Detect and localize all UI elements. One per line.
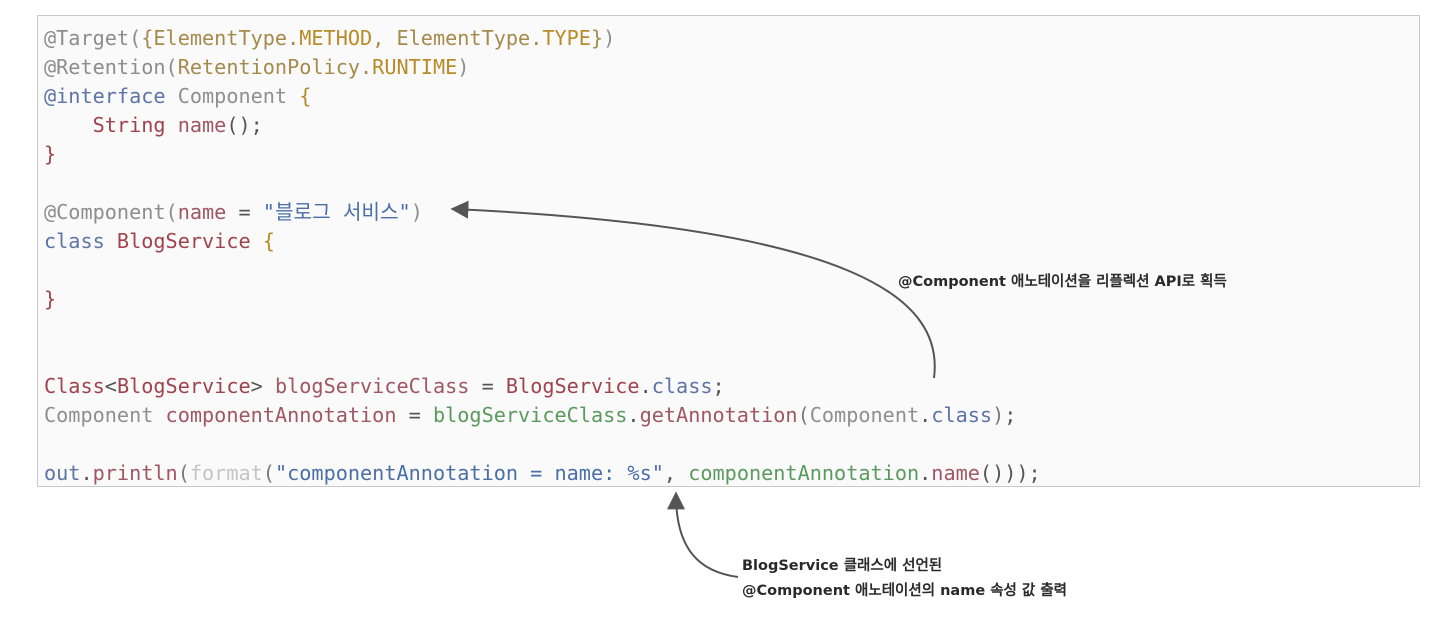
code-line: Class<BlogService> blogServiceClass = Bl… — [44, 372, 1041, 401]
code-block: @Target({ElementType.METHOD, ElementType… — [44, 24, 1041, 488]
code-token: ( — [262, 461, 275, 485]
code-token: . — [919, 461, 932, 485]
code-token: RUNTIME — [372, 55, 458, 79]
code-token: BlogService — [104, 229, 251, 253]
arrow-to-annotation — [450, 200, 936, 379]
code-token: class — [931, 403, 993, 427]
code-line: String name(); — [44, 111, 1041, 140]
code-token: BlogService — [116, 374, 251, 398]
code-token: (); — [226, 113, 263, 137]
code-token: } — [44, 142, 57, 166]
code-token: Component — [165, 84, 300, 108]
code-token: METHOD — [299, 26, 373, 50]
code-token: class — [44, 229, 105, 253]
code-line: @Target({ElementType.METHOD, ElementType… — [44, 24, 1041, 53]
code-token: . — [639, 374, 652, 398]
code-line: out.println(format("componentAnnotation … — [44, 459, 1041, 488]
callout-reflection: @Component 애노테이션을 리플렉션 API로 획득 — [898, 270, 1227, 295]
code-line: @Retention(RetentionPolicy.RUNTIME) — [44, 53, 1041, 82]
code-token: out — [44, 461, 81, 485]
code-token: = — [396, 403, 433, 427]
code-token: Class — [44, 374, 105, 398]
code-token: String — [92, 113, 166, 137]
code-token: "componentAnnotation = name: %s" — [274, 461, 664, 485]
code-token: { — [299, 84, 312, 108]
code-token: ) — [603, 26, 616, 50]
code-token: > — [250, 374, 275, 398]
code-token: } — [590, 26, 604, 50]
code-token: name — [931, 461, 980, 485]
callout-reflection-text: @Component 애노테이션을 리플렉션 API로 획득 — [898, 274, 1227, 290]
code-token: getAnnotation — [639, 403, 798, 427]
code-token: Component — [809, 403, 920, 427]
callout-output-line1: BlogService 클래스에 선언된 — [742, 558, 943, 574]
code-token: = — [469, 374, 506, 398]
code-token: ( — [177, 461, 190, 485]
code-token: ; — [712, 374, 725, 398]
code-token: @Target( — [44, 26, 142, 50]
code-token: blogServiceClass — [432, 403, 628, 427]
code-line: @interface Component { — [44, 82, 1041, 111]
code-token: @interface — [44, 84, 166, 108]
code-token: name — [177, 200, 227, 224]
code-token: ( — [797, 403, 810, 427]
code-token: TYPE — [542, 26, 591, 50]
code-token: BlogService — [505, 374, 640, 398]
code-token: , ElementType. — [372, 26, 543, 50]
code-token: RetentionPolicy. — [177, 55, 373, 79]
code-token: < — [104, 374, 117, 398]
code-token: ) — [410, 200, 423, 224]
code-line: } — [44, 140, 1041, 169]
code-token: name — [165, 113, 227, 137]
code-line: Component componentAnnotation = blogServ… — [44, 401, 1041, 430]
code-token: ; — [1004, 403, 1017, 427]
code-panel: @Target({ElementType.METHOD, ElementType… — [37, 15, 1420, 487]
code-token: Component — [44, 403, 166, 427]
code-token: ) — [457, 55, 470, 79]
code-token: componentAnnotation — [165, 403, 397, 427]
code-line: } — [44, 285, 1041, 314]
code-line: @Component(name = "블로그 서비스") — [44, 198, 1041, 227]
code-token: } — [44, 287, 57, 311]
callout-output-line2: @Component 애노테이션의 name 속성 값 출력 — [742, 583, 1067, 599]
arrow-to-output — [667, 491, 739, 578]
code-token: = — [226, 200, 263, 224]
code-token: "블로그 서비스" — [262, 200, 411, 224]
code-token: . — [80, 461, 93, 485]
code-token: @Component( — [44, 200, 178, 224]
code-token: ())); — [979, 461, 1041, 485]
code-line: class BlogService { — [44, 227, 1041, 256]
code-token: . — [627, 403, 640, 427]
code-token: format — [189, 461, 263, 485]
code-token: , — [663, 461, 689, 485]
code-token: . — [919, 403, 932, 427]
code-token: ) — [992, 403, 1005, 427]
code-token: println — [92, 461, 178, 485]
code-token: {ElementType. — [141, 26, 300, 50]
code-token: @Retention( — [44, 55, 178, 79]
code-token: { — [250, 229, 275, 253]
callout-output: BlogService 클래스에 선언된 @Component 애노테이션의 n… — [742, 554, 1067, 604]
code-token: componentAnnotation — [688, 461, 920, 485]
code-token: class — [651, 374, 713, 398]
code-token: blogServiceClass — [274, 374, 470, 398]
